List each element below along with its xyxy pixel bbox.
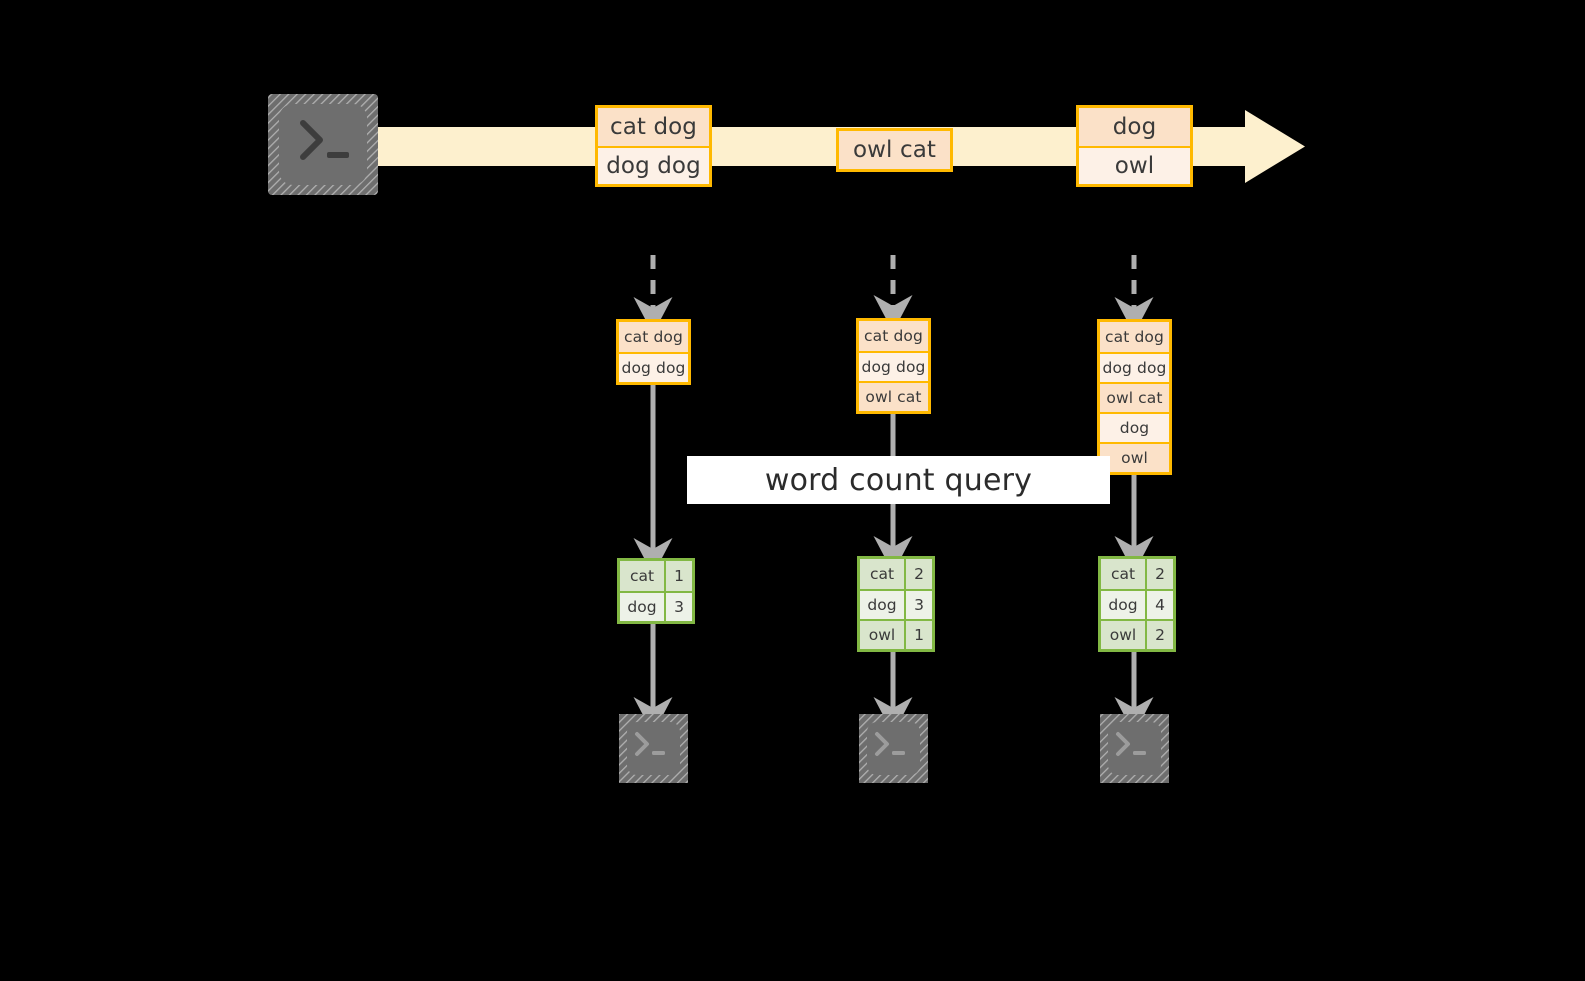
stream-event-row: dog <box>1079 108 1190 146</box>
result-count: 3 <box>906 591 932 619</box>
table-row: cat 2 <box>860 559 932 589</box>
source-terminal-icon <box>268 94 378 195</box>
snapshot-input-row: owl cat <box>1100 382 1169 412</box>
stream-event-group-2[interactable]: owl cat <box>836 128 953 172</box>
snapshot-3-result-table[interactable]: cat 2 dog 4 owl 2 <box>1098 556 1176 652</box>
result-word: cat <box>860 559 906 589</box>
result-count: 4 <box>1147 591 1173 619</box>
table-row: dog 4 <box>1101 589 1173 619</box>
snapshot-input-row: owl cat <box>859 381 928 411</box>
sink-arrows <box>633 622 1154 734</box>
snapshot-input-row: cat dog <box>1100 322 1169 352</box>
stream-event-row: cat dog <box>598 108 709 146</box>
stream-event-row: owl <box>1079 146 1190 184</box>
table-row: dog 3 <box>860 589 932 619</box>
result-word: cat <box>620 561 666 591</box>
snapshot-2-input-box[interactable]: cat dog dog dog owl cat <box>856 318 931 414</box>
result-count: 2 <box>1147 559 1173 589</box>
snapshot-1-input-box[interactable]: cat dog dog dog <box>616 319 691 385</box>
stream-event-row: owl cat <box>839 131 950 169</box>
banner-label: word count query <box>764 462 1033 498</box>
result-count: 2 <box>1147 621 1173 649</box>
snapshot-3-input-box[interactable]: cat dog dog dog owl cat dog owl <box>1097 319 1172 475</box>
table-row: cat 2 <box>1101 559 1173 589</box>
word-count-query-banner: word count query <box>687 456 1110 504</box>
result-count: 1 <box>906 621 932 649</box>
stream-event-group-3[interactable]: dog owl <box>1076 105 1193 187</box>
result-count: 1 <box>666 561 692 591</box>
result-word: dog <box>1101 591 1147 619</box>
snapshot-input-row: dog dog <box>859 351 928 381</box>
sink-terminal-icon-2 <box>859 714 928 783</box>
snapshot-2-result-table[interactable]: cat 2 dog 3 owl 1 <box>857 556 935 652</box>
snapshot-tap-arrows <box>633 255 1154 334</box>
snapshot-input-row: cat dog <box>619 322 688 352</box>
snapshot-1-result-table[interactable]: cat 1 dog 3 <box>617 558 695 624</box>
result-word: owl <box>1101 621 1147 649</box>
snapshot-input-row: dog dog <box>1100 352 1169 382</box>
snapshot-input-row: owl <box>1100 442 1169 472</box>
table-row: dog 3 <box>620 591 692 621</box>
snapshot-input-row: dog dog <box>619 352 688 382</box>
table-row: owl 1 <box>860 619 932 649</box>
sink-terminal-icon-1 <box>619 714 688 783</box>
sink-terminal-icon-3 <box>1100 714 1169 783</box>
stream-event-row: dog dog <box>598 146 709 184</box>
stream-event-group-1[interactable]: cat dog dog dog <box>595 105 712 187</box>
table-row: cat 1 <box>620 561 692 591</box>
result-word: owl <box>860 621 906 649</box>
result-count: 3 <box>666 593 692 621</box>
table-row: owl 2 <box>1101 619 1173 649</box>
result-word: cat <box>1101 559 1147 589</box>
snapshot-input-row: cat dog <box>859 321 928 351</box>
result-word: dog <box>620 593 666 621</box>
snapshot-input-row: dog <box>1100 412 1169 442</box>
result-count: 2 <box>906 559 932 589</box>
result-word: dog <box>860 591 906 619</box>
